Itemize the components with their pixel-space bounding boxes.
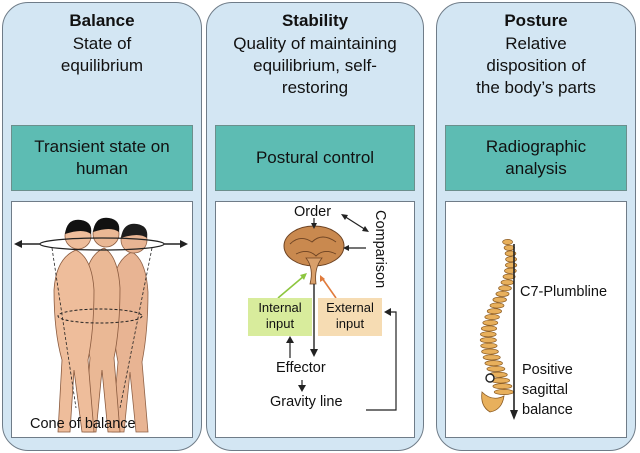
vertebra bbox=[500, 279, 514, 286]
stability-subtitle: Quality of maintaining equilibrium, self… bbox=[233, 34, 397, 97]
stability-box: Postural control bbox=[215, 125, 415, 191]
posture-subtitle: Relative disposition of the body’s parts bbox=[476, 34, 596, 97]
vertebra bbox=[480, 342, 498, 349]
vertebra bbox=[502, 273, 516, 280]
external-input-box: External input bbox=[318, 298, 382, 336]
balance-title: Balance bbox=[69, 11, 135, 30]
vertebra bbox=[484, 360, 503, 367]
balance-panel: Balance State of equilibrium Transient s… bbox=[2, 2, 202, 451]
brain-icon bbox=[283, 225, 345, 285]
vertebra bbox=[505, 262, 518, 269]
c7-plumbline-label: C7-Plumbline bbox=[520, 284, 608, 300]
vertebra bbox=[493, 389, 514, 395]
vertebra bbox=[480, 331, 497, 338]
vertebra bbox=[503, 244, 515, 251]
vertebra bbox=[489, 302, 505, 309]
comparison-label: Comparison bbox=[372, 210, 388, 289]
figure-front bbox=[53, 219, 95, 433]
vertebra bbox=[492, 383, 513, 390]
cone-of-balance-label: Cone of balance bbox=[30, 416, 136, 432]
balance-illustration: Cone of balance bbox=[11, 201, 193, 438]
balance-box: Transient state on human bbox=[11, 125, 193, 191]
vertebra bbox=[480, 325, 498, 332]
posture-panel: Posture Relative disposition of the body… bbox=[436, 2, 636, 451]
vertebra bbox=[492, 296, 507, 303]
spine-icon bbox=[479, 239, 518, 420]
posture-box: Radiographic analysis bbox=[445, 125, 627, 191]
order-label: Order bbox=[294, 204, 332, 220]
sacrum bbox=[481, 391, 505, 413]
spine-illustration: C7-Plumbline Positive sagittal balance bbox=[445, 201, 627, 438]
stability-title: Stability bbox=[281, 11, 349, 30]
vertebra bbox=[486, 365, 506, 372]
vertebra bbox=[502, 239, 513, 245]
positive-sagittal-balance-label: Positive sagittal balance bbox=[522, 362, 573, 418]
vertebra bbox=[495, 290, 510, 297]
gravity-line-label: Gravity line bbox=[270, 394, 343, 410]
posture-title: Posture bbox=[504, 11, 568, 30]
postural-control-diagram: Order Comparison Internal input External… bbox=[215, 201, 415, 438]
vertebra bbox=[482, 354, 501, 361]
internal-input-box: Internal input bbox=[248, 298, 312, 336]
figure-back bbox=[111, 223, 149, 433]
vertebra bbox=[486, 308, 502, 315]
balance-subtitle: State of equilibrium bbox=[60, 34, 144, 75]
vertebra bbox=[479, 337, 497, 344]
vertebra bbox=[484, 314, 500, 320]
vertebra bbox=[481, 348, 499, 355]
postural-control-arrows bbox=[277, 214, 397, 411]
vertebra bbox=[498, 285, 512, 292]
vertebra bbox=[505, 256, 517, 263]
stability-panel: Stability Quality of maintaining equilib… bbox=[206, 2, 424, 451]
human-figures-illustration bbox=[14, 217, 188, 433]
vertebra bbox=[482, 319, 499, 326]
effector-label: Effector bbox=[276, 360, 326, 376]
